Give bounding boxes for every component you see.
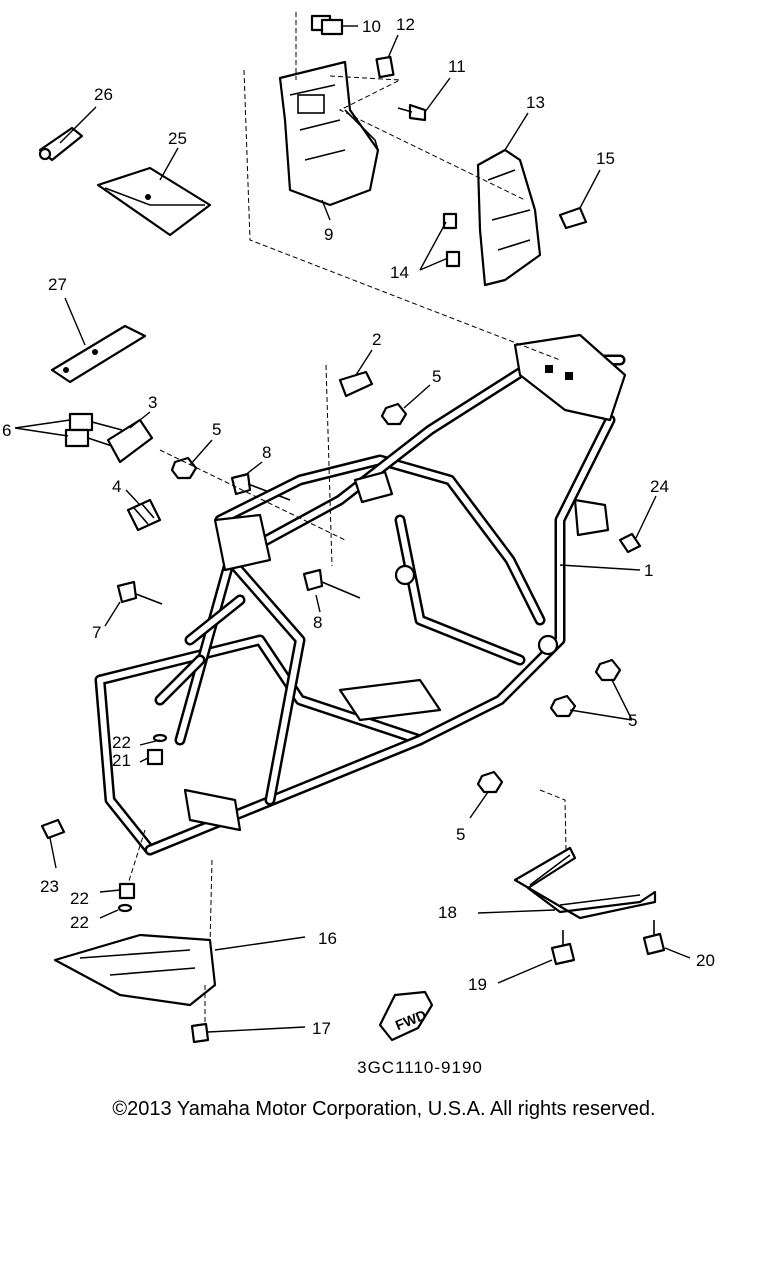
cap-24: [618, 532, 642, 554]
strap-27: [50, 324, 147, 384]
skid-plate-16: [53, 933, 217, 1007]
bracket-3: [106, 418, 154, 464]
washer-22a: [152, 733, 168, 743]
nut-5d: [549, 694, 577, 718]
callout-25: 25: [168, 129, 187, 148]
callout-23: 23: [40, 877, 59, 896]
callout-16: 16: [318, 929, 337, 948]
callout-5-bottom: 5: [456, 825, 465, 844]
bolt-7: [116, 580, 163, 605]
callout-26: 26: [94, 85, 113, 104]
callout-20: 20: [696, 951, 715, 970]
bolt-17: [190, 1022, 210, 1044]
nut-5a: [170, 456, 198, 480]
callout-5-top: 5: [432, 367, 441, 386]
bolt-10: [310, 14, 344, 36]
callout-21-bottom: 22: [70, 889, 89, 908]
callout-labels: 10 12 11 13 15 9 14 26 25 27 2 5 3 5 6 8…: [2, 15, 715, 1038]
bracket-2: [338, 370, 374, 398]
callout-9: 9: [324, 225, 333, 244]
callout-10: 10: [362, 17, 381, 36]
callout-8-mid: 8: [313, 613, 322, 632]
callout-5-right: 5: [628, 711, 637, 730]
bolt-19: [550, 930, 576, 966]
diagram-code: 3GC1110-9190: [357, 1058, 483, 1077]
bolt-11: [397, 103, 427, 122]
callout-22-top: 22: [112, 733, 131, 752]
callout-6: 6: [2, 421, 11, 440]
toolbag-25: [96, 166, 212, 237]
bolts-6: [64, 412, 123, 448]
washer-22b: [117, 903, 133, 913]
guard-18: [513, 846, 657, 920]
damper-21a: [146, 748, 164, 766]
callout-3: 3: [148, 393, 157, 412]
callout-8-top: 8: [262, 443, 271, 462]
callout-5-left: 5: [212, 420, 221, 439]
callout-27: 27: [48, 275, 67, 294]
bolt-8b: [302, 568, 361, 599]
clip-23: [40, 818, 66, 840]
bolt-15: [558, 206, 588, 230]
callout-24: 24: [650, 477, 669, 496]
callout-15: 15: [596, 149, 615, 168]
battery-box-9: [278, 60, 380, 207]
leader-lines: [14, 25, 691, 1033]
nut-5b: [380, 402, 408, 426]
callout-4: 4: [112, 477, 121, 496]
callout-7: 7: [92, 623, 101, 642]
nut-5c: [594, 658, 622, 682]
damper-4: [126, 498, 162, 532]
callout-17: 17: [312, 1019, 331, 1038]
damper-12: [375, 55, 395, 79]
callout-14: 14: [390, 263, 409, 282]
fwd-arrow: FWD: [378, 990, 434, 1042]
callout-18: 18: [438, 903, 457, 922]
bolt-20: [642, 920, 666, 956]
bolt-8a: [230, 472, 291, 501]
callout-2: 2: [372, 330, 381, 349]
callout-12: 12: [396, 15, 415, 34]
damper-21b: [118, 882, 136, 900]
callout-22-bottom: 22: [70, 913, 89, 932]
copyright-notice: ©2013 Yamaha Motor Corporation, U.S.A. A…: [112, 1098, 656, 1120]
callout-11: 11: [448, 57, 466, 76]
callout-1: 1: [644, 561, 653, 580]
cover-13: [476, 148, 542, 287]
callout-21-top: 21: [112, 751, 131, 770]
strap-26: [38, 126, 84, 162]
callout-19: 19: [468, 975, 487, 994]
nut-5e: [476, 770, 504, 794]
main-frame-1: [94, 333, 627, 856]
frame-parts-diagram: FWD: [2, 12, 715, 1044]
callout-13: 13: [526, 93, 545, 112]
